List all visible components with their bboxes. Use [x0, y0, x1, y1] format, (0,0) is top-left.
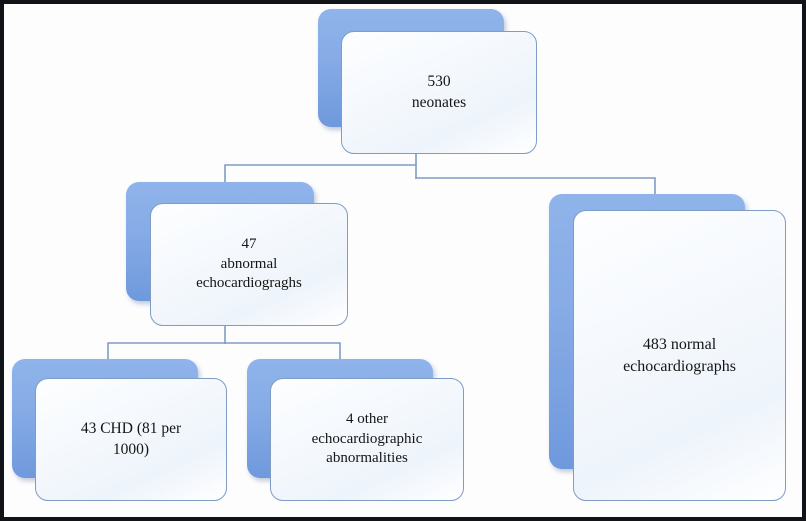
node-card[interactable]: 4 other echocardiographic abnormalities: [270, 378, 464, 501]
node-neonates[interactable]: 530 neonates: [318, 9, 543, 159]
node-label-normal: 483 normal echocardiographs: [623, 336, 736, 375]
node-card[interactable]: 530 neonates: [341, 31, 537, 154]
node-label-neonates: 530 neonates: [411, 73, 467, 111]
node-other-abnormalities[interactable]: 4 other echocardiographic abnormalities: [247, 359, 467, 505]
node-card[interactable]: 483 normal echocardiographs: [573, 210, 786, 501]
node-abnormal-echocardiograghs[interactable]: 47 abnormal echocardiograghs: [126, 182, 352, 330]
node-card[interactable]: 47 abnormal echocardiograghs: [150, 203, 348, 326]
node-label-abnormal: 47 abnormal echocardiograghs: [196, 235, 302, 292]
node-label-chd: 43 CHD (81 per 1000): [80, 420, 182, 458]
node-label-other: 4 other echocardiographic abnormalities: [311, 410, 423, 467]
node-normal-echocardiographs[interactable]: 483 normal echocardiographs: [549, 194, 793, 506]
flowchart-canvas: 530 neonates 47 abnormal echocardiogragh…: [4, 4, 802, 517]
node-card[interactable]: 43 CHD (81 per 1000): [35, 378, 227, 501]
node-chd[interactable]: 43 CHD (81 per 1000): [12, 359, 230, 505]
